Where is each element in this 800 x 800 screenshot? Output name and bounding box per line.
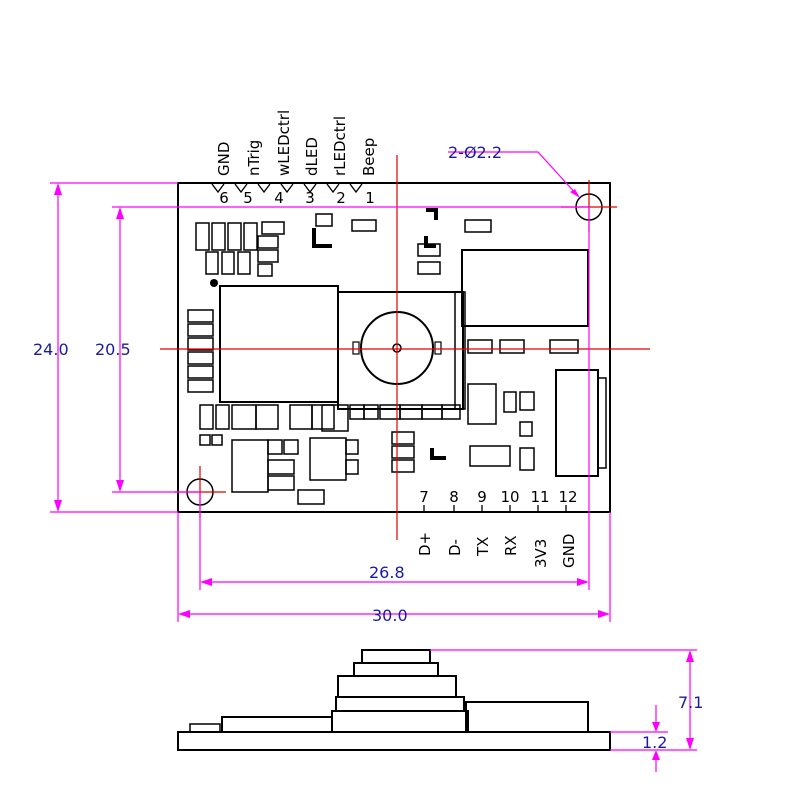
- pin1-dot: [210, 279, 218, 287]
- side-ic-left: [221, 716, 333, 733]
- bottom-pin-number-11: 11: [530, 488, 549, 506]
- pcb-outline: [177, 182, 611, 513]
- dimension-hole-spacing-horizontal: 26.8: [369, 563, 405, 582]
- top-pin-number-4: 4: [274, 189, 284, 207]
- bottom-connector-marks: [423, 505, 567, 512]
- main-ic-left: [219, 285, 339, 403]
- dimension-arrows-top-view: [54, 183, 610, 618]
- top-pin-name-5: nTrig: [245, 140, 263, 176]
- bracket-marks: [312, 208, 446, 460]
- bottom-pin-name-9: TX: [474, 537, 492, 557]
- top-connector-marks: [211, 183, 363, 194]
- top-pin-name-3: dLED: [303, 137, 321, 176]
- top-pin-name-4: wLEDctrl: [275, 110, 293, 176]
- side-lens-base: [331, 710, 469, 733]
- bottom-pin-number-9: 9: [477, 488, 487, 506]
- edge-resistors-left: [187, 309, 214, 393]
- top-view: [177, 182, 611, 513]
- top-pin-number-1: 1: [365, 189, 375, 207]
- bottom-pin-labels: 7 8 9 10 11 12 D+ D- TX RX 3V3 GND: [416, 488, 578, 568]
- dimension-lines-side-view: [430, 649, 697, 772]
- top-pin-labels: 6 5 4 3 2 1 GND nTrig wLEDctrl dLED rLED…: [215, 110, 378, 207]
- top-pin-name-2: rLEDctrl: [331, 116, 349, 176]
- bottom-pin-number-7: 7: [419, 488, 429, 506]
- side-lens-top: [361, 649, 431, 664]
- centerlines: [160, 155, 650, 540]
- smd-components-top-left: [195, 213, 492, 277]
- side-pcb: [177, 731, 611, 751]
- top-pin-number-3: 3: [305, 189, 315, 207]
- dimension-board-width: 30.0: [372, 606, 408, 625]
- dimension-hole-spacing-vertical: 20.5: [95, 340, 131, 359]
- hole-callout: 2-Ø2.2: [448, 143, 502, 162]
- top-pin-number-2: 2: [336, 189, 346, 207]
- top-pin-name-1: Beep: [360, 138, 378, 176]
- bottom-pin-name-11: 3V3: [532, 539, 550, 568]
- bottom-pin-number-12: 12: [558, 488, 577, 506]
- bottom-pin-name-10: RX: [502, 535, 520, 556]
- side-lens-body: [337, 675, 457, 698]
- dimension-board-height: 24.0: [33, 340, 69, 359]
- side-view: [177, 649, 611, 751]
- dimension-lines-top-view: [50, 151, 611, 622]
- side-component-right: [465, 701, 589, 733]
- top-pin-number-5: 5: [243, 189, 253, 207]
- smd-components-bottom-left: [199, 404, 461, 505]
- bottom-pin-name-12: GND: [560, 534, 578, 568]
- dimension-total-height: 7.1: [678, 693, 703, 712]
- smd-components-right: [467, 339, 579, 471]
- bottom-pin-name-8: D-: [446, 539, 464, 556]
- bottom-pin-name-7: D+: [416, 532, 434, 556]
- bottom-pin-number-10: 10: [500, 488, 519, 506]
- top-pin-name-6: GND: [215, 142, 233, 176]
- dimension-pcb-thickness: 1.2: [642, 733, 667, 752]
- component-right-large: [461, 249, 589, 327]
- bottom-pin-number-8: 8: [449, 488, 459, 506]
- dimension-arrows-side-view: [652, 650, 694, 760]
- side-connector: [555, 369, 599, 477]
- top-pin-number-6: 6: [219, 189, 229, 207]
